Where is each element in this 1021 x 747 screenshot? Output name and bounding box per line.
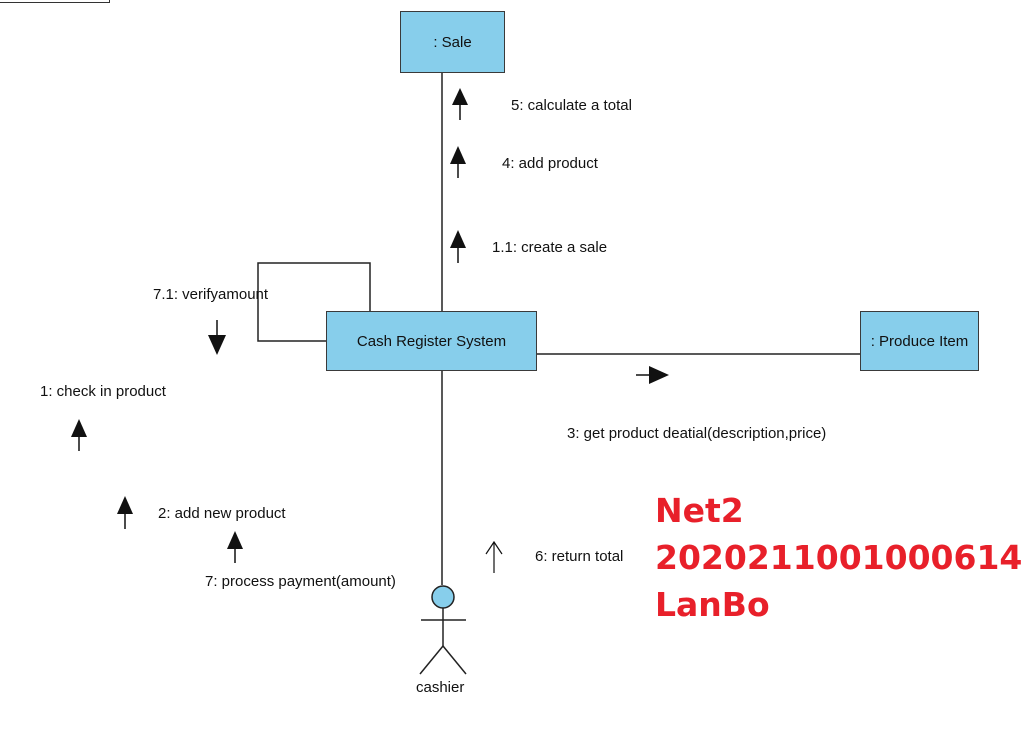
message-label: 7.1: verifyamount xyxy=(153,286,269,303)
arrow-up-icon xyxy=(71,419,87,451)
arrow-down-icon xyxy=(208,320,226,355)
object-produce-item[interactable]: : Produce Item xyxy=(860,311,979,371)
message-label: 6: return total xyxy=(535,548,624,565)
arrow-up-icon xyxy=(117,496,133,529)
self-link-register[interactable] xyxy=(257,262,371,342)
arrow-up-icon xyxy=(450,146,466,178)
actor-label: cashier xyxy=(416,679,465,696)
watermark-line: LanBo xyxy=(655,585,770,624)
object-cash-register-system[interactable]: Cash Register System xyxy=(326,311,537,371)
arrow-right-icon xyxy=(636,366,669,384)
frame-fragment xyxy=(0,0,110,3)
open-arrow-up-icon xyxy=(485,540,503,573)
cashier-actor-figure[interactable] xyxy=(419,585,467,675)
message-label: 5: calculate a total xyxy=(511,97,632,114)
message-label: 3: get product deatial(description,price… xyxy=(567,425,827,442)
arrow-up-icon xyxy=(450,230,466,263)
message-label: 1.1: create a sale xyxy=(492,239,608,256)
arrow-up-icon xyxy=(452,88,468,120)
message-label: 7: process payment(amount) xyxy=(205,573,396,590)
message-label: 1: check in product xyxy=(40,383,166,400)
watermark-line: Net2 xyxy=(655,491,744,530)
watermark-line: 2020211001000614 xyxy=(655,538,1021,577)
message-label: 2: add new product xyxy=(158,505,286,522)
message-label: 4: add product xyxy=(502,155,598,172)
arrow-up-icon xyxy=(227,531,243,563)
object-sale[interactable]: : Sale xyxy=(400,11,505,73)
